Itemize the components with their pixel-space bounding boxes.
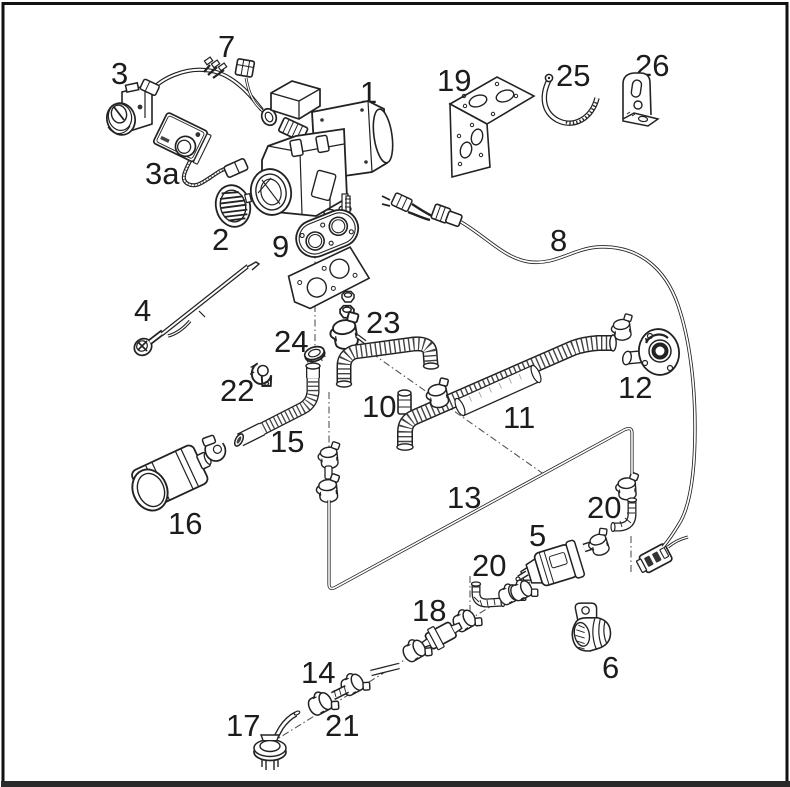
svg-text:12: 12	[618, 370, 652, 405]
svg-text:5: 5	[529, 518, 546, 553]
svg-text:16: 16	[168, 506, 202, 541]
svg-text:2: 2	[212, 222, 229, 257]
svg-text:8: 8	[550, 223, 567, 258]
svg-text:18: 18	[412, 593, 446, 628]
svg-text:15: 15	[270, 424, 304, 459]
svg-text:21: 21	[325, 708, 359, 743]
svg-text:4: 4	[134, 293, 151, 328]
svg-text:23: 23	[366, 305, 400, 340]
svg-text:17: 17	[226, 708, 260, 743]
svg-text:3a: 3a	[145, 156, 180, 191]
svg-text:7: 7	[218, 29, 235, 64]
svg-text:11: 11	[503, 400, 535, 435]
svg-text:3: 3	[111, 56, 128, 91]
svg-text:24: 24	[274, 324, 308, 359]
svg-text:19: 19	[437, 63, 471, 98]
svg-text:22: 22	[220, 373, 254, 408]
svg-text:25: 25	[556, 58, 590, 93]
svg-text:9: 9	[272, 229, 289, 264]
svg-text:14: 14	[301, 655, 335, 690]
svg-text:6: 6	[602, 650, 619, 685]
svg-text:20: 20	[587, 490, 621, 525]
svg-text:20: 20	[472, 548, 506, 583]
svg-text:10: 10	[362, 389, 396, 424]
